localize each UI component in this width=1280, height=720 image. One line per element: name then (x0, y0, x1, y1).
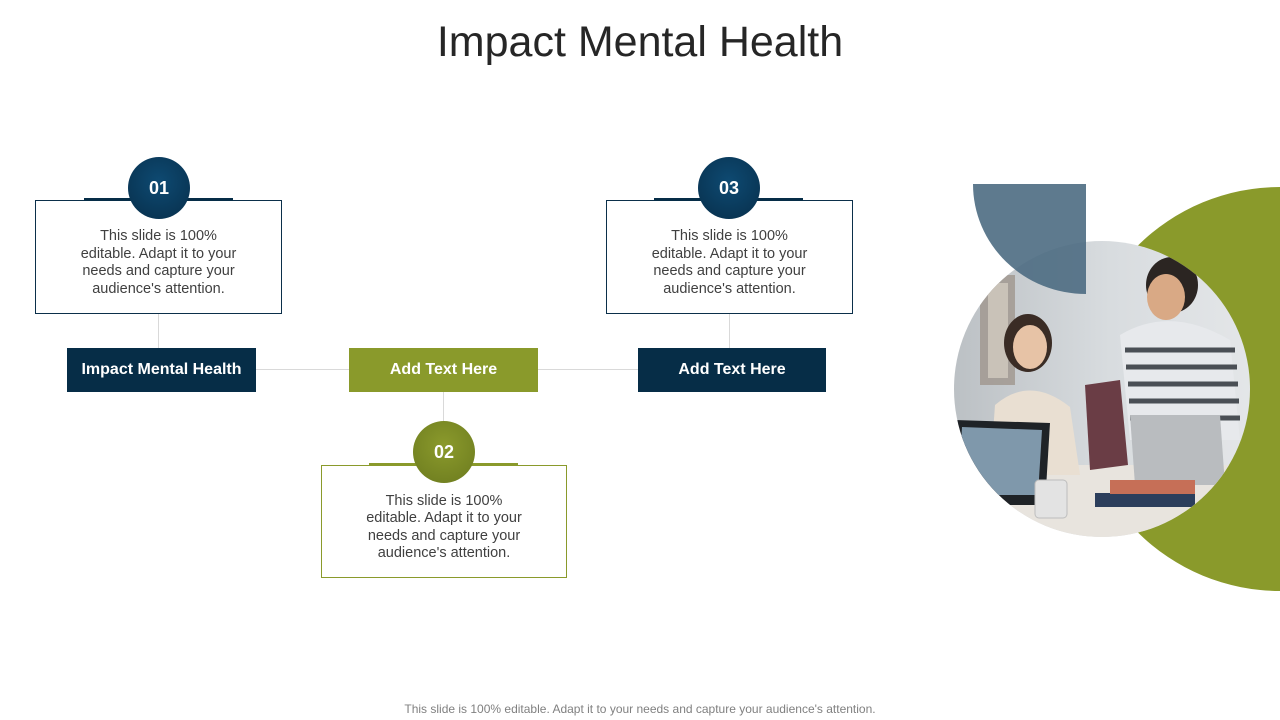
footer-note: This slide is 100% editable. Adapt it to… (404, 702, 876, 716)
step-02-badge: 02 (413, 421, 475, 483)
step-03-badge: 03 (698, 157, 760, 219)
step-02-label: Add Text Here (349, 348, 538, 392)
step-03-text: This slide is 100% editable. Adapt it to… (651, 228, 808, 297)
step-01-badge: 01 (128, 157, 190, 219)
step-02-text: This slide is 100% editable. Adapt it to… (366, 492, 522, 562)
step-01-card: This slide is 100% editable. Adapt it to… (35, 200, 282, 314)
step-01-label: Impact Mental Health (67, 348, 256, 392)
connector-line-03 (729, 313, 730, 348)
decorative-image-group (954, 184, 1280, 591)
connector-line-01 (158, 313, 159, 348)
step-03-label: Add Text Here (638, 348, 826, 392)
step-03-card: This slide is 100% editable. Adapt it to… (606, 200, 853, 314)
slate-quarter-circle-shape (973, 184, 1086, 294)
office-photo-image (954, 241, 1250, 537)
step-01-text: This slide is 100% editable. Adapt it to… (80, 228, 237, 297)
step-02-card: This slide is 100% editable. Adapt it to… (321, 465, 567, 578)
connector-line-02 (443, 391, 444, 422)
slide-title: Impact Mental Health (436, 18, 844, 66)
